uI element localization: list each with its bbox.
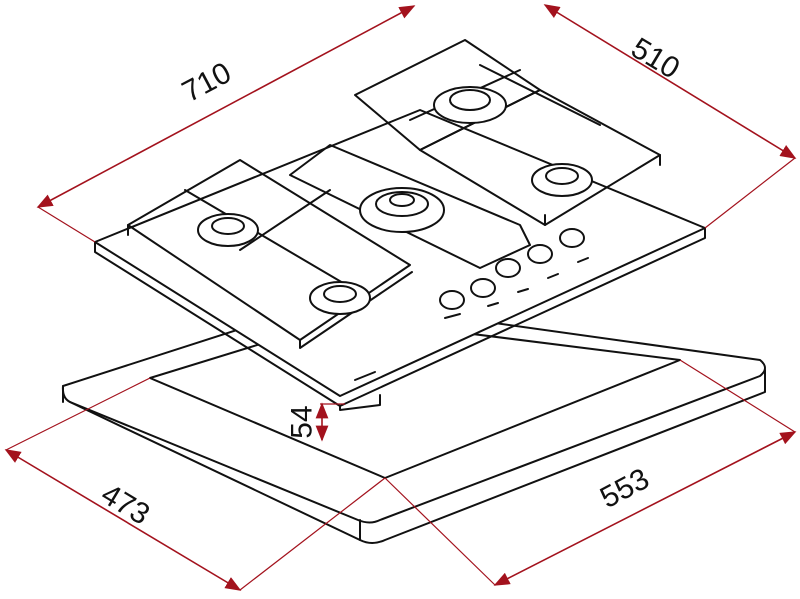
burner-right-rear — [433, 86, 507, 124]
dim-line-553 — [493, 431, 797, 586]
dim-line-710 — [36, 5, 416, 208]
burner-front — [309, 281, 371, 315]
knob — [439, 290, 465, 319]
knob — [559, 228, 589, 263]
burner-left-rear — [197, 213, 259, 247]
knob — [470, 278, 499, 307]
knob — [527, 244, 559, 279]
dim-line-510 — [543, 4, 797, 159]
dimension-label-54: 54 — [285, 405, 319, 439]
dim-line-473 — [4, 449, 242, 591]
burner-center-wok — [359, 187, 445, 233]
dimension-lines — [4, 4, 797, 591]
control-knobs — [439, 228, 589, 319]
burner-right-front — [531, 163, 593, 197]
knob — [495, 258, 529, 293]
